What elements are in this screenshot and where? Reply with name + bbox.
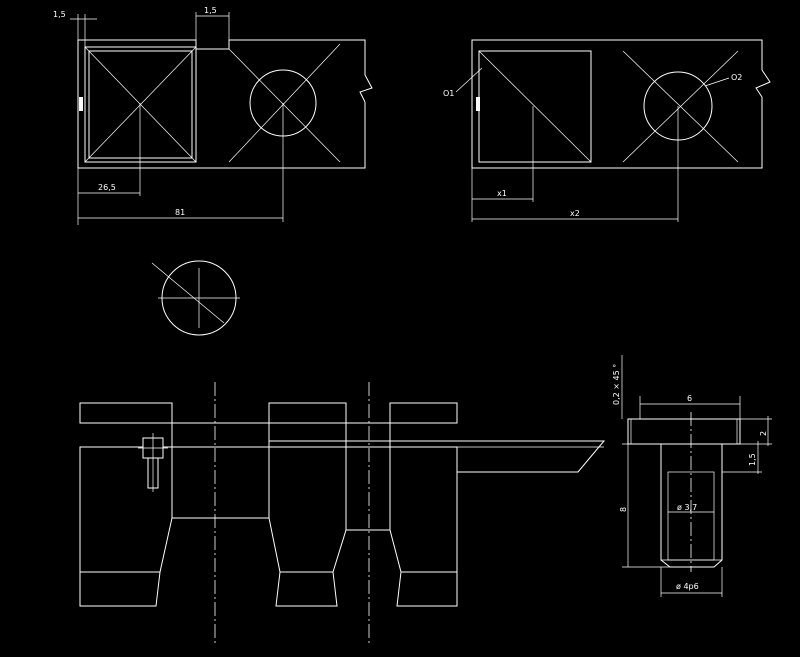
- dim-81: 81: [175, 208, 185, 217]
- dim-d37: ø 3,7: [677, 503, 697, 512]
- label-o1: O1: [443, 89, 454, 98]
- dim-1-5-left: 1,5: [53, 10, 66, 19]
- dim-1-5-right: 1,5: [204, 6, 217, 15]
- locator-mark-2: [476, 97, 480, 111]
- die-section: [79, 382, 606, 645]
- dim-26-5: 26,5: [98, 183, 116, 192]
- dim-6: 6: [687, 394, 692, 403]
- label-o2: O2: [731, 73, 742, 82]
- plan-view-right: O1 O2 x1 x2: [443, 39, 771, 222]
- dim-x1: x1: [497, 189, 507, 198]
- plan-view-left: 1,5 1,5 26,5 81: [53, 6, 373, 225]
- dim-1-5-pin: 1,5: [748, 453, 757, 466]
- locator-mark: [79, 97, 83, 111]
- dim-2: 2: [759, 431, 768, 436]
- dim-d4p6: ø 4p6: [676, 582, 699, 591]
- dim-8: 8: [619, 507, 628, 512]
- dim-x2: x2: [570, 209, 580, 218]
- dim-chamfer: 0,2 × 45 °: [612, 364, 621, 405]
- pin-detail: 0,2 × 45 ° 6 2 1,5 8 ø 3,7 ø 4p6: [612, 355, 772, 597]
- circle-section: [151, 260, 240, 336]
